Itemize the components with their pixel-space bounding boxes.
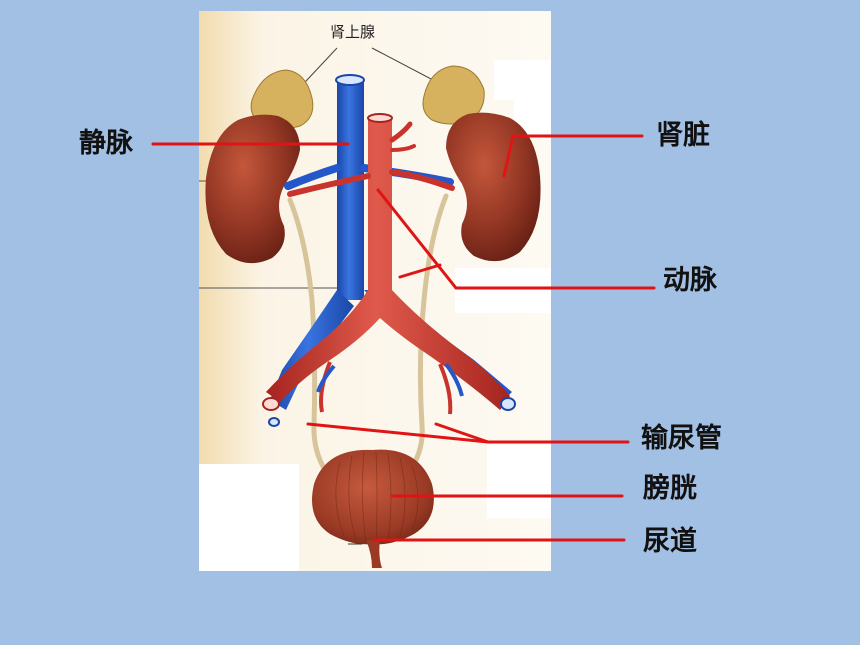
kidney-pointer-line xyxy=(502,134,644,178)
aorta xyxy=(266,118,510,410)
ureter-pointer-right xyxy=(434,422,490,444)
label-cover-block xyxy=(199,464,299,571)
bladder-label: 膀胱 xyxy=(643,473,697,504)
vessel-opening xyxy=(268,417,280,427)
kidney-label: 肾脏 xyxy=(656,120,710,151)
pelvic-branch xyxy=(319,361,332,413)
left-renal-vein xyxy=(284,164,341,190)
right-kidney xyxy=(446,112,541,262)
left-kidney xyxy=(205,114,300,264)
pelvic-branch xyxy=(438,363,453,415)
right-adrenal-gland xyxy=(422,65,485,125)
vessel-opening xyxy=(262,397,280,411)
bladder-striations xyxy=(335,451,419,543)
right-renal-artery xyxy=(389,169,455,191)
artery-branch xyxy=(390,144,416,152)
vessel-opening xyxy=(500,397,516,411)
urethra-label: 尿道 xyxy=(643,526,697,557)
urethra xyxy=(366,540,382,568)
artery-label: 动脉 xyxy=(663,265,717,296)
artery-branch xyxy=(389,121,413,143)
pelvic-branch xyxy=(316,364,336,393)
aorta-opening xyxy=(367,113,393,123)
vena-cava xyxy=(337,80,364,300)
artery-pointer-line xyxy=(376,188,656,290)
label-cover-block xyxy=(455,268,551,313)
pelvic-branch xyxy=(444,362,464,397)
ureter-pointer-left xyxy=(306,422,490,444)
label-cover-block xyxy=(494,60,551,100)
ureter-label: 输尿管 xyxy=(641,423,722,454)
label-cover-block xyxy=(487,445,551,518)
adrenal-gland-caption: 肾上腺 xyxy=(330,23,376,41)
artery-pointer-line-2 xyxy=(398,263,442,279)
vein-label: 静脉 xyxy=(79,128,133,159)
vena-cava-opening xyxy=(335,74,365,86)
pointer-lines xyxy=(151,134,656,542)
left-renal-artery xyxy=(287,173,371,197)
